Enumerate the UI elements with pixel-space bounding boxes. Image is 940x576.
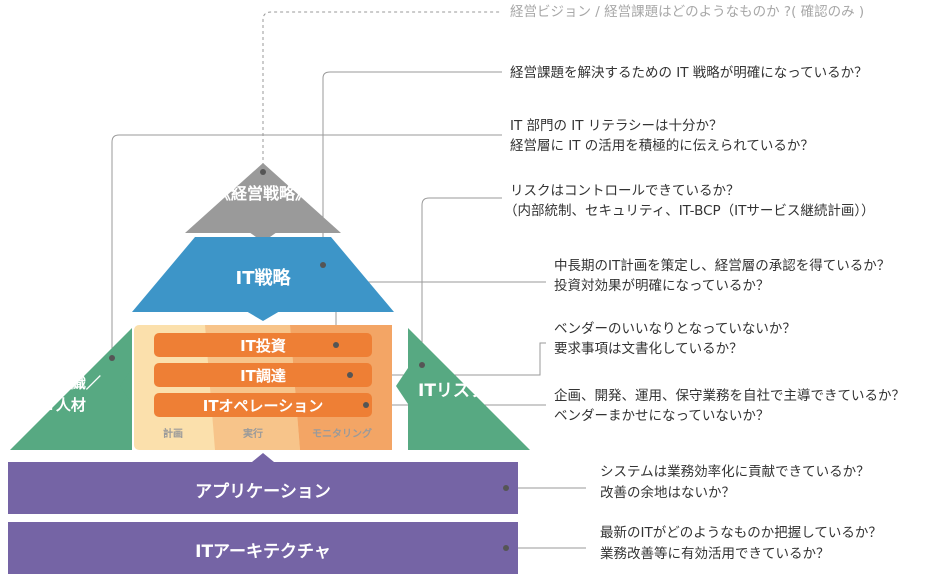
question-org-line2: 経営層に IT の活用を積極的に伝えられているか？ [510, 138, 814, 154]
question-investment-line1: 中長期のIT計画を策定し、経営層の承認を得ているか？ [554, 258, 891, 274]
management-strategy-triangle [185, 163, 341, 233]
dot-org [109, 355, 115, 361]
it-organization-label-line2: IT人材 [40, 396, 86, 414]
question-investment-line2: 投資対効果が明確になっているか？ [554, 278, 770, 294]
connector-top [262, 11, 502, 172]
connector-strategy [322, 71, 502, 265]
question-procurement-line2: 要求事項は文書化しているか？ [554, 341, 743, 357]
application-up-arrow [252, 453, 274, 462]
it-risk-triangle [408, 328, 530, 450]
question-procurement-line1: ベンダーのいいなりとなっていないか？ [554, 321, 796, 337]
question-application-line2: 改善の余地はないか？ [600, 485, 735, 501]
it-organization-triangle [10, 328, 132, 450]
question-application-line1: システムは業務効率化に貢献できているか？ [600, 464, 870, 480]
it-procurement-label: IT調達 [240, 367, 286, 385]
dot-architecture [503, 545, 509, 551]
connector-risk [421, 197, 502, 365]
it-strategy-trapezoid [132, 237, 394, 312]
dot-operation [363, 402, 369, 408]
right-arrow [396, 368, 408, 404]
left-arrow [120, 368, 132, 404]
management-strategy-label: 《経営戦略》 [214, 184, 311, 203]
it-operation-row [154, 393, 372, 417]
dot-top [260, 169, 266, 175]
it-operation-label: ITオペレーション [202, 397, 324, 415]
dot-application [503, 485, 509, 491]
question-operation-line1: 企画、開発、運用、保守業務を自社で主導できているか？ [554, 388, 905, 404]
it-organization-label-line1: IT組織／ [40, 374, 101, 392]
dot-risk [419, 362, 425, 368]
blue-down-arrow [246, 311, 280, 321]
dot-strategy [320, 262, 326, 268]
connector-org [111, 134, 502, 358]
question-operation-line2: ベンダーまかせになっていないか？ [554, 408, 770, 424]
question-strategy: 経営課題を解決するための IT 戦略が明確になっているか？ [510, 65, 868, 81]
question-risk-line2: （内部統制、セキュリティ、IT-BCP（ITサービス継続計画）） [504, 203, 875, 219]
architecture-label: ITアーキテクチャ [195, 542, 331, 562]
dot-investment [333, 342, 339, 348]
architecture-bar [8, 522, 518, 574]
connector-dots [109, 169, 509, 551]
it-strategy-label: IT戦略 [235, 268, 291, 289]
it-investment-row [154, 333, 372, 357]
question-architecture-line2: 業務改善等に有効活用できているか？ [600, 546, 830, 562]
it-procurement-row [154, 363, 372, 387]
it-investment-label: IT投資 [240, 337, 286, 355]
application-bar [8, 462, 518, 514]
it-risk-label: ITリスク [418, 381, 487, 401]
phase-execute-label: 実行 [243, 429, 263, 440]
question-top: 経営ビジョン / 経営課題はどのようなものか ?( 確認のみ ) [510, 4, 865, 20]
phase-plan-label: 計画 [163, 429, 183, 440]
question-org-line1: IT 部門の IT リテラシーは十分か？ [510, 118, 723, 134]
phase-monitoring-label: モニタリング [312, 429, 372, 440]
question-risk-line1: リスクはコントロールできているか？ [510, 183, 740, 199]
dot-procurement [347, 372, 353, 378]
application-label: アプリケーション [195, 482, 331, 502]
question-architecture-line1: 最新のITがどのようなものか把握しているか？ [600, 525, 882, 541]
